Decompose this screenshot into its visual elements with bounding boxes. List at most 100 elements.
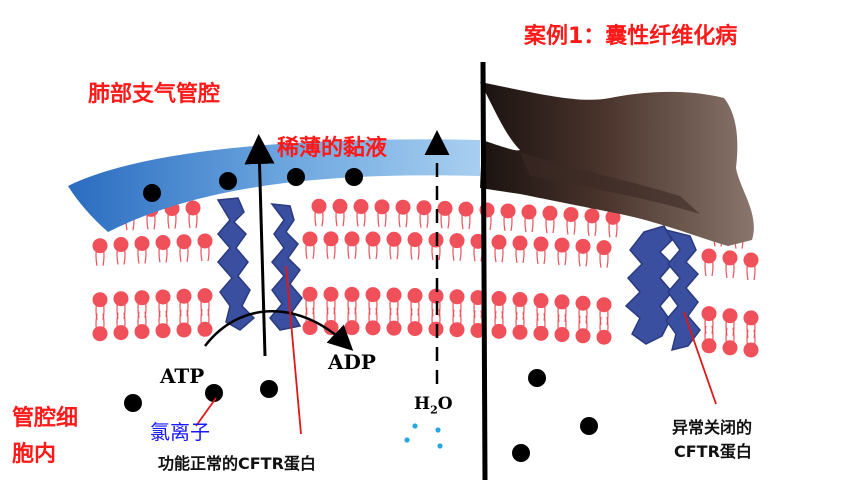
lipid-outer-upper-head <box>521 204 537 220</box>
lipid-outer-upper-head <box>605 209 621 225</box>
lipid-inner-head <box>533 325 549 341</box>
lipid-outer-head <box>701 248 717 264</box>
water-molecule-dot <box>412 423 418 429</box>
lipid-inner-head <box>386 320 402 336</box>
chloride-ions <box>124 168 598 462</box>
lipid-outer-head <box>323 231 339 247</box>
lipid-inner-upper-head <box>407 288 423 304</box>
panel-divider <box>480 61 488 481</box>
lipid-outer-head <box>596 240 612 256</box>
lipid-outer-upper-head <box>500 203 516 219</box>
lipid-outer-head <box>743 252 759 268</box>
cell-interior-label-line2: 胞内 <box>12 442 57 467</box>
lipid-inner-upper-head <box>743 310 759 326</box>
lipid-inner-upper-head <box>302 286 318 302</box>
chloride-ion-dot <box>124 394 142 412</box>
chloride-ion-dot <box>528 369 546 387</box>
lipid-inner-upper-head <box>197 288 213 304</box>
airway-label: 肺部支气管腔 <box>88 82 221 107</box>
abnormal-cftr-protein <box>624 225 701 352</box>
water-molecules <box>404 423 443 449</box>
lipid-outer-upper-head <box>458 201 474 217</box>
lipid-outer-head <box>512 235 528 251</box>
lipid-outer-head <box>344 231 360 247</box>
lipid-inner-upper-head <box>176 288 192 304</box>
chloride-ion-dot <box>219 172 237 190</box>
adp-label: ADP <box>328 350 376 374</box>
cell-interior-label-line1: 管腔细 <box>12 406 79 431</box>
lipid-inner-upper-head <box>722 308 738 324</box>
case-title: 案例1：囊性纤维化病 <box>524 24 738 49</box>
abnormal-cftr-pointer-line <box>683 311 717 405</box>
water-molecule-dot <box>435 427 441 433</box>
lipid-inner-upper-head <box>701 306 717 322</box>
lipid-outer-head <box>533 236 549 252</box>
chloride-ion-label: 氯离子 <box>150 420 210 444</box>
lipid-outer-upper-head <box>374 199 390 215</box>
atp-label: ATP <box>160 364 205 388</box>
lipid-inner-head <box>512 324 528 340</box>
lipid-inner-head <box>407 321 423 337</box>
lipid-outer-upper-head <box>311 198 327 214</box>
lipid-inner-head <box>155 323 171 339</box>
water-molecule-dot <box>437 443 443 449</box>
lipid-inner-upper-head <box>323 286 339 302</box>
chloride-ion-dot <box>143 184 161 202</box>
lipid-outer-head <box>197 233 213 249</box>
lipid-outer-upper-head <box>584 208 600 224</box>
chloride-ion-dot <box>580 417 598 435</box>
lipid-inner-head <box>176 322 192 338</box>
lipid-inner-upper-head <box>596 297 612 313</box>
lipid-outer-head <box>449 233 465 249</box>
lipid-inner-upper-head <box>512 292 528 308</box>
chloride-pointer-line <box>195 397 217 427</box>
lipid-inner-head <box>596 329 612 345</box>
lipid-outer-head <box>722 250 738 266</box>
normal-cftr-label: 功能正常的CFTR蛋白 <box>158 454 316 473</box>
lipid-outer-head <box>176 234 192 250</box>
thin-mucus-label: 稀薄的黏液 <box>277 136 388 161</box>
thick-mucus-fold <box>520 152 700 214</box>
chloride-ion-dot <box>205 384 223 402</box>
lipid-inner-head <box>344 320 360 336</box>
lipid-outer-upper-head <box>332 198 348 214</box>
lipid-inner-head <box>302 320 318 336</box>
lipid-inner-head <box>365 320 381 336</box>
lipid-inner-upper-head <box>449 289 465 305</box>
lipid-inner-upper-head <box>113 291 129 307</box>
lipid-inner-upper-head <box>428 288 444 304</box>
normal-cftr-pointer-line <box>285 265 302 435</box>
lipid-inner-head <box>701 338 717 354</box>
lipid-outer-upper-head <box>563 206 579 222</box>
lipid-inner-upper-head <box>92 292 108 308</box>
lipid-inner-upper-head <box>491 291 507 307</box>
lipid-outer-head <box>554 237 570 253</box>
lipid-outer-head <box>113 237 129 253</box>
chloride-ion-dot <box>512 444 530 462</box>
lipid-inner-upper-head <box>386 287 402 303</box>
lipid-outer-head <box>407 232 423 248</box>
lipid-inner-head <box>134 324 150 340</box>
lipid-inner-head <box>554 327 570 343</box>
lipid-outer-upper-head <box>395 199 411 215</box>
lipid-inner-upper-head <box>554 294 570 310</box>
lipid-inner-head <box>575 328 591 344</box>
lipid-inner-upper-head <box>134 290 150 306</box>
lipid-inner-upper-head <box>533 293 549 309</box>
lipid-outer-head <box>365 231 381 247</box>
lipid-inner-upper-head <box>575 295 591 311</box>
abnormal-cftr-label-line2: CFTR蛋白 <box>674 442 752 461</box>
chloride-ion-dot <box>345 168 363 186</box>
lipid-outer-head <box>155 235 171 251</box>
lipid-inner-head <box>92 326 108 342</box>
lipid-inner-upper-head <box>344 286 360 302</box>
lipid-outer-head <box>575 238 591 254</box>
lipid-outer-head <box>134 235 150 251</box>
chloride-ion-dot <box>287 168 305 186</box>
lipid-inner-head <box>113 325 129 341</box>
lipid-inner-upper-head <box>365 287 381 303</box>
water-label: H2O <box>414 394 453 417</box>
lipid-inner-head <box>449 322 465 338</box>
